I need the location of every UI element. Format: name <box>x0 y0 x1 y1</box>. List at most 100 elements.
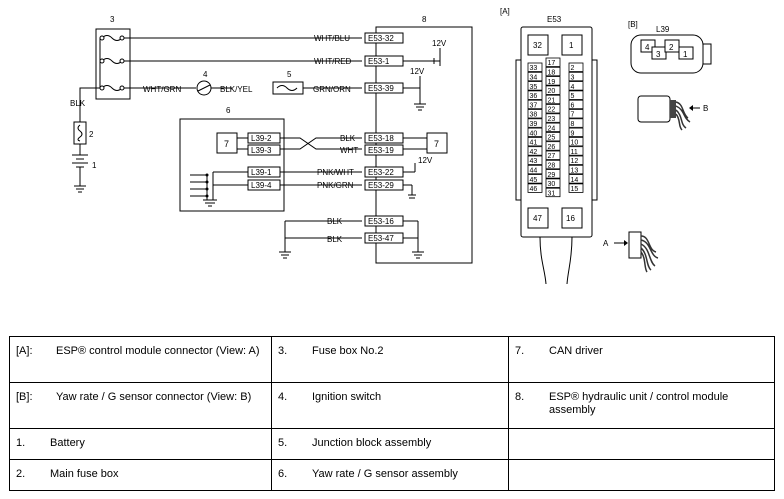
e53-pin-32 <box>527 34 549 56</box>
e53-pin-24 <box>545 122 561 132</box>
e53-pin-22 <box>545 104 561 114</box>
e53-pin-label-8: 8 <box>571 121 575 128</box>
arrow-b-head <box>689 105 693 111</box>
e53-pin-38 <box>527 109 543 119</box>
e53-pin-2 <box>568 62 584 72</box>
legend-cell: 8. ESP® hydraulic unit / control module a… <box>508 382 775 429</box>
e53-pin-28 <box>545 159 561 170</box>
e53-pin-label-47: 47 <box>533 214 542 223</box>
e53-pin-label-31: 31 <box>548 190 556 197</box>
wire-label-wht-blu: WHT/BLU <box>314 34 350 43</box>
e53-pin-26 <box>545 141 561 151</box>
label-12v-1: 12V <box>432 39 447 48</box>
connector-a-illustration <box>628 231 659 273</box>
e53-pin-label-38: 38 <box>530 112 538 119</box>
terminal-label-e53-22: E53-22 <box>368 168 394 177</box>
legend-row: [A]:ESP® control module connector (View:… <box>9 336 775 383</box>
legend-key: 2. <box>16 468 26 480</box>
e53-pin-label-5: 5 <box>571 93 575 100</box>
legend-cell: 3.Fuse box No.2 <box>271 336 509 383</box>
e53-pin-label-44: 44 <box>530 168 538 175</box>
wire-label-blk-47: BLK <box>327 235 343 244</box>
e53-pin-34 <box>527 71 543 82</box>
e53-pin-1 <box>561 34 583 56</box>
e53-pin-label-11: 11 <box>571 149 578 156</box>
can-driver-sensor <box>216 132 238 154</box>
e53-pin-label-40: 40 <box>530 130 538 137</box>
e53-pin-label-35: 35 <box>530 84 538 91</box>
e53-pin-label-10: 10 <box>571 140 579 147</box>
legend-text: Ignition switch <box>312 391 382 403</box>
e53-pin-35 <box>527 81 543 91</box>
terminal-label-e53-18: E53-18 <box>368 134 394 143</box>
e53-pin-27 <box>545 150 561 160</box>
e53-pin-label-13: 13 <box>571 168 579 175</box>
e53-pin-41 <box>527 136 543 147</box>
legend-text: Battery <box>50 437 85 449</box>
e53-pin-46 <box>527 183 543 193</box>
terminal-label-e53-29: E53-29 <box>368 181 394 190</box>
e53-pin-label-32: 32 <box>533 41 542 50</box>
label-arrow-b: B <box>703 104 708 113</box>
e53-pin-label-26: 26 <box>548 144 556 151</box>
e53-pin-47 <box>527 207 549 229</box>
legend-cell: 4.Ignition switch <box>271 382 509 429</box>
l39-pin-label-3: 3 <box>656 50 661 59</box>
e53-pin-label-16: 16 <box>566 214 575 223</box>
e53-pin-16 <box>561 207 583 229</box>
e53-connector-side-left <box>515 59 522 201</box>
e53-pin-43 <box>527 155 543 165</box>
wire-label-wht-grn: WHT/GRN <box>143 85 181 94</box>
e53-pin-label-28: 28 <box>548 163 556 170</box>
e53-pin-label-1: 1 <box>569 41 574 50</box>
legend-cell: [B]:Yaw rate / G sensor connector (View:… <box>9 382 272 429</box>
e53-pin-11 <box>568 146 584 156</box>
e53-pin-3 <box>568 71 584 82</box>
e53-pin-21 <box>545 94 561 105</box>
terminal-label-l39-4: L39-4 <box>251 181 272 190</box>
e53-pin-label-22: 22 <box>548 107 556 114</box>
can-driver-esp <box>426 132 448 154</box>
terminal-label-l39-2: L39-2 <box>251 134 272 143</box>
e53-pin-13 <box>568 164 584 175</box>
can-twisted-pair <box>280 137 362 150</box>
l39-pin-label-4: 4 <box>645 43 650 52</box>
e53-pin-label-20: 20 <box>548 88 556 95</box>
e53-pin-label-7: 7 <box>571 112 575 119</box>
legend-key: 8. <box>515 391 525 403</box>
terminal-label-e53-19: E53-19 <box>368 146 394 155</box>
legend-cell: 5.Junction block assembly <box>271 428 509 460</box>
legend-text: CAN driver <box>549 345 603 357</box>
terminal-label-e53-32: E53-32 <box>368 34 394 43</box>
wire-label-grn-orn: GRN/ORN <box>313 85 351 94</box>
e53-pin-label-24: 24 <box>548 125 556 132</box>
e53-pin-31 <box>545 187 561 198</box>
e53-pin-label-18: 18 <box>548 70 556 77</box>
label-can-driver-right: 7 <box>434 139 439 149</box>
legend-cell: 2.Main fuse box <box>9 459 272 491</box>
e53-pin-label-37: 37 <box>530 102 538 109</box>
l39-pin-label-1: 1 <box>683 50 688 59</box>
e53-pin-label-6: 6 <box>571 102 575 109</box>
label-view-a: [A] <box>500 7 510 16</box>
e53-pin-label-15: 15 <box>571 186 579 193</box>
legend-key: [B]: <box>16 391 33 403</box>
e53-pin-14 <box>568 174 584 184</box>
wire-label-pnk-wht: PNK/WHT <box>317 168 354 177</box>
e53-pin-18 <box>545 66 561 77</box>
e53-pin-33 <box>527 62 543 72</box>
e53-pin-label-41: 41 <box>530 140 538 147</box>
legend-text: ESP® hydraulic unit / control module ass… <box>549 391 729 416</box>
legend-cell: 6.Yaw rate / G sensor assembly <box>271 459 509 491</box>
e53-harness <box>539 236 573 285</box>
label-l39-connector: L39 <box>656 25 670 34</box>
esp-internal-circuit <box>403 48 441 259</box>
wiring-diagram: 3 WHT/BLU WHT/RED WHT/GRN 4 BLK/YEL 5 GR… <box>70 7 712 285</box>
label-battery: 1 <box>92 161 97 170</box>
e53-pin-45 <box>527 174 543 184</box>
legend-text: ESP® control module connector (View: A) <box>56 345 260 357</box>
e53-pin-37 <box>527 99 543 110</box>
e53-pin-label-25: 25 <box>548 135 556 142</box>
l39-pin-3 <box>651 46 667 60</box>
e53-pin-label-39: 39 <box>530 121 538 128</box>
